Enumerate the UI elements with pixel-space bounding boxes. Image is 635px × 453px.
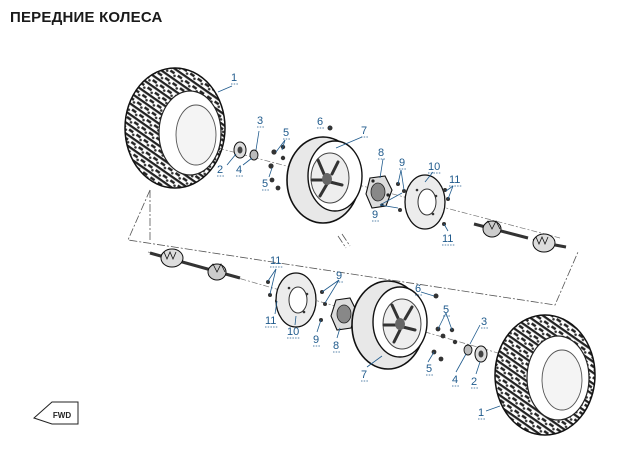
callout-9a-lower: 9 [336, 270, 342, 282]
callout-7-lower: 7 [361, 369, 367, 381]
callout-6-lower: 6 [415, 283, 421, 295]
callout-9a-upper: 9 [399, 157, 405, 169]
callout-4-upper: 4 [236, 164, 242, 176]
callout-10-lower: 10 [287, 326, 299, 338]
callout-11b-lower: 11 [265, 315, 276, 327]
fwd-direction-arrow: FWD [33, 401, 79, 425]
assembly-frame [127, 189, 579, 306]
callout-11a-lower: 11 [270, 255, 281, 267]
upper-hub-nut [233, 141, 259, 161]
lower-wheel-bolts [431, 326, 458, 362]
lower-hub-nut [463, 344, 488, 363]
lower-tire [494, 314, 596, 436]
upper-brake-disc [404, 174, 446, 230]
upper-tire [124, 67, 226, 189]
callout-4-lower: 4 [452, 374, 458, 386]
callout-5a-lower: 5 [443, 304, 449, 316]
callout-2-upper: 2 [217, 164, 223, 176]
callout-numbers: 1 2 3 4 5 5 6 7 8 9 9 10 11 11 11 11 9 9… [217, 72, 487, 419]
upper-wheel-bolts [268, 144, 286, 191]
callout-10-upper: 10 [428, 161, 440, 173]
upper-rim [286, 125, 363, 224]
callout-1-upper: 1 [231, 72, 237, 84]
callout-9b-lower: 9 [313, 334, 319, 346]
fwd-label: FWD [53, 411, 71, 420]
callout-8-upper: 8 [378, 147, 384, 159]
callout-3-lower: 3 [481, 316, 487, 328]
callout-3-upper: 3 [257, 115, 263, 127]
callout-8-lower: 8 [333, 340, 339, 352]
callout-5b-upper: 5 [262, 178, 268, 190]
lower-rim [351, 280, 439, 370]
page-title: ПЕРЕДНИЕ КОЛЕСА [10, 9, 163, 26]
callout-2-lower: 2 [471, 376, 477, 388]
callout-5b-lower: 5 [426, 363, 432, 375]
callout-7-upper: 7 [361, 125, 367, 137]
callout-5a-upper: 5 [283, 127, 289, 139]
upper-hub [365, 175, 393, 209]
lower-hub [330, 297, 358, 331]
callout-1-lower: 1 [478, 407, 484, 419]
lower-drive-shaft [149, 248, 241, 281]
lower-brake-disc [275, 272, 317, 328]
upper-drive-shaft [473, 220, 567, 253]
callout-11a-upper: 11 [449, 174, 460, 186]
callout-6-upper: 6 [317, 116, 323, 128]
callout-11b-upper: 11 [442, 233, 453, 245]
callout-leaders [217, 85, 501, 412]
callout-9b-upper: 9 [372, 209, 378, 221]
callout-underlines [217, 83, 488, 420]
